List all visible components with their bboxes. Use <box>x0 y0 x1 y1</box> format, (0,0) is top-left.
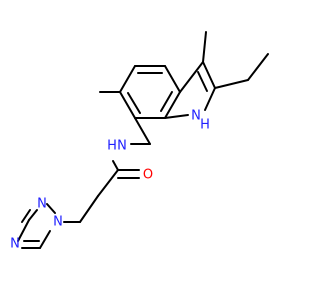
molecule-structure-diagram: N H N H O N N N <box>10 31 269 252</box>
amide-nh-n-label: N <box>117 139 127 154</box>
bond-c6-c7-inner <box>127 92 141 114</box>
bond-c7a-c3a-inner <box>160 91 173 112</box>
bond-carbonyl-calpha <box>97 169 119 197</box>
triazole-n2-label: N <box>37 197 47 212</box>
bond-c3a-c4 <box>164 65 181 93</box>
bond-c2-n1 <box>204 87 216 111</box>
bond-c5-c6 <box>119 65 136 93</box>
triazole-n4-label: N <box>10 237 20 252</box>
bond-calpha-cbeta <box>79 195 99 223</box>
bond-tz-n1-c5 <box>39 230 51 249</box>
indole-nh-h-label: H <box>200 118 210 133</box>
indole-nh-n-label: N <box>191 109 201 124</box>
bond-c7a-c3a <box>164 91 181 119</box>
atom-label-layer: N H N H O N N N <box>10 109 210 252</box>
bond-layer <box>17 31 269 249</box>
amide-nh-h-label: H <box>107 139 117 154</box>
bond-c7-ch2 <box>134 117 151 145</box>
bond-tz-c3-n2 <box>28 209 38 221</box>
bond-c3-methyl <box>202 31 207 63</box>
bond-c3-c2-inner <box>197 71 208 92</box>
bond-tz-c3-n2-inner <box>21 209 31 223</box>
bond-c2-ethyl-ch2 <box>214 79 249 89</box>
bond-ethyl-ch3 <box>247 53 269 81</box>
bond-c6-c7 <box>119 91 136 119</box>
bond-tz-n2-n1 <box>46 203 56 214</box>
bond-tz-n4-c3 <box>17 219 30 242</box>
bond-c3-c2 <box>202 61 216 89</box>
bond-nh-carbonyl <box>112 160 119 171</box>
bond-n1-c7a <box>164 114 189 119</box>
bond-c3a-c3 <box>179 61 204 93</box>
carbonyl-o-label: O <box>143 168 153 183</box>
triazole-n1-label: N <box>53 215 63 230</box>
